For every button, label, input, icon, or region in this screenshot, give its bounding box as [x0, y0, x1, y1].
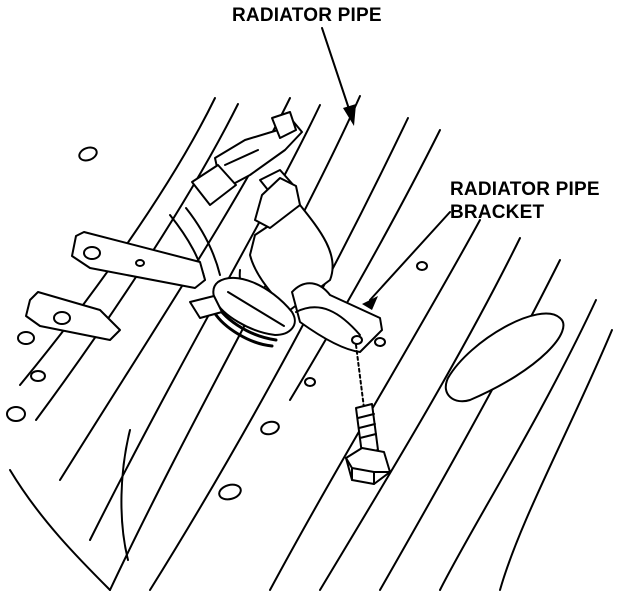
- radiator-pipe-bracket-label: RADIATOR PIPE BRACKET: [450, 178, 600, 224]
- bracket-bolt-icon: [345, 344, 391, 485]
- radiator-pipe-bracket: [291, 282, 383, 353]
- leader-arrows: [321, 27, 451, 310]
- bracket-label-line1: RADIATOR PIPE: [450, 179, 600, 200]
- mounting-holes: [6, 146, 565, 501]
- left-brackets: [25, 231, 206, 341]
- bracket-label-line2: BRACKET: [450, 202, 545, 223]
- radiator-pipe-label: RADIATOR PIPE: [232, 5, 382, 26]
